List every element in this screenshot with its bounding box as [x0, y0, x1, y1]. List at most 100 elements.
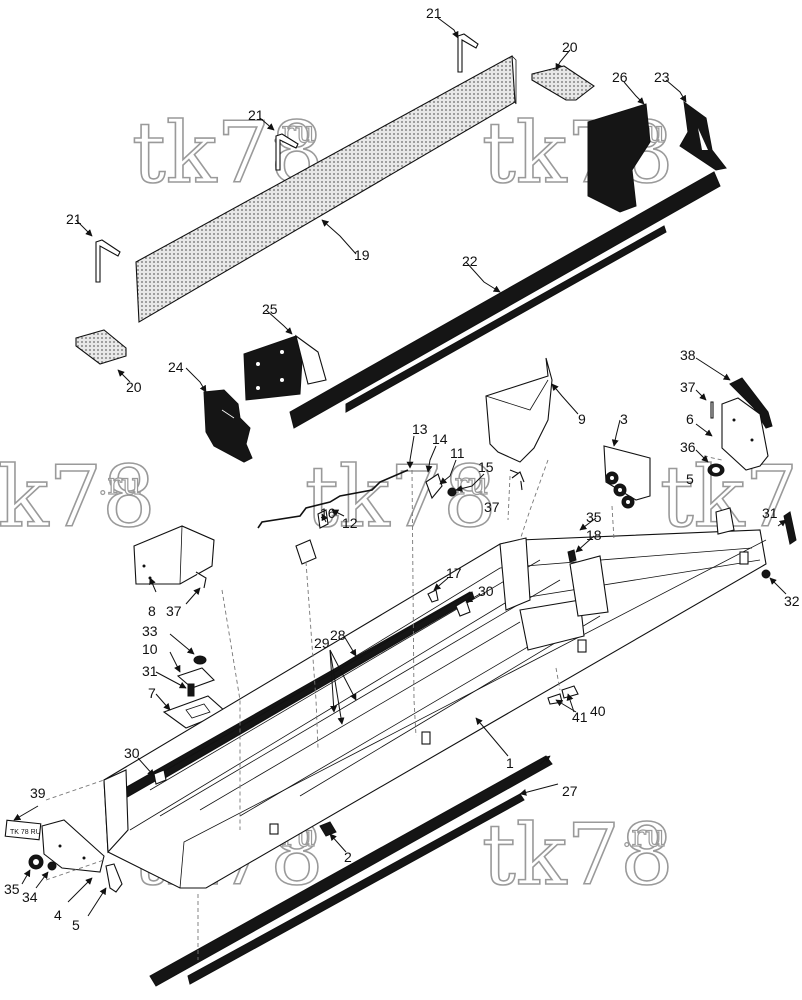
part-38-strip	[729, 377, 773, 429]
part-21-bracket-mid	[275, 133, 299, 171]
callout-28: 28	[330, 627, 346, 643]
callout-13: 13	[412, 421, 428, 437]
callout-32: 32	[784, 593, 800, 609]
callout-31: 31	[142, 663, 158, 679]
callout-30: 30	[124, 745, 140, 761]
callout-31: 31	[762, 505, 778, 521]
watermark-text: tk78	[132, 104, 324, 202]
part-19-mesh-panel	[135, 55, 517, 323]
part-12-bracket	[295, 539, 317, 565]
part-32-nut	[761, 569, 771, 579]
callout-27: 27	[562, 783, 578, 799]
callout-25: 25	[262, 301, 278, 317]
callout-18: 18	[586, 527, 602, 543]
part-20-pad-top	[531, 65, 595, 101]
callout-30: 30	[478, 583, 494, 599]
callout-7: 7	[148, 685, 156, 701]
callout-37: 37	[166, 603, 182, 619]
part-8-housing	[133, 525, 215, 589]
watermark-suffix: .ru	[622, 819, 665, 854]
callout-20: 20	[562, 39, 578, 55]
part-18-screw	[567, 549, 577, 563]
callout-11: 11	[450, 445, 465, 461]
callout-8: 8	[148, 603, 156, 619]
part-37-pin-mid	[511, 471, 525, 483]
callout-3: 3	[620, 411, 628, 427]
callout-10: 10	[142, 641, 158, 657]
callout-38: 38	[680, 347, 696, 363]
part-20-pad-left	[75, 329, 127, 365]
callout-5: 5	[72, 917, 80, 933]
part-11-clip	[425, 473, 443, 500]
part-21-bracket-top	[457, 33, 479, 73]
callout-6: 6	[686, 411, 694, 427]
part-3-roller-plate	[603, 445, 651, 509]
part-13-rod	[257, 469, 409, 529]
part-36-ring	[707, 463, 725, 477]
callout-41: 41	[572, 709, 588, 725]
part-37-pin-right	[710, 401, 714, 419]
callout-24: 24	[168, 359, 184, 375]
callout-23: 23	[654, 69, 670, 85]
callout-36: 36	[680, 439, 696, 455]
callout-21: 21	[426, 5, 442, 21]
part-30-clip-left	[153, 769, 167, 785]
watermark-text: tk78	[482, 806, 674, 904]
callout-4: 4	[54, 907, 62, 923]
watermark-suffix: .ru	[98, 467, 141, 502]
part-25-panel	[243, 334, 327, 401]
callout-2: 2	[344, 849, 352, 865]
part-33-cap	[193, 655, 207, 665]
callout-34: 34	[22, 889, 38, 905]
part-22-long-rail	[289, 171, 721, 429]
callout-16: 16	[320, 505, 336, 521]
part-26-dark-panel	[587, 103, 651, 213]
callout-37: 37	[680, 379, 696, 395]
callout-40: 40	[590, 703, 606, 719]
part-4-end-plate	[41, 819, 105, 873]
callout-19: 19	[354, 247, 370, 263]
callout-1: 1	[506, 755, 514, 771]
part-27-bottom-rail	[149, 755, 553, 987]
part-30-clip-right	[455, 599, 471, 617]
watermark-text: tk78	[660, 448, 802, 546]
callout-37: 37	[484, 499, 500, 515]
callout-29: 29	[314, 635, 330, 651]
callout-20: 20	[126, 379, 142, 395]
callout-15: 15	[478, 459, 494, 475]
part-31-screw-right	[783, 511, 797, 545]
part-23-dark-bracket	[679, 100, 727, 171]
callout-17: 17	[446, 565, 462, 581]
callout-21: 21	[248, 107, 264, 123]
callout-14: 14	[432, 431, 448, 447]
part-35-bearing-left	[28, 854, 44, 870]
part-6-bracket-plate	[721, 397, 769, 471]
callout-labels: 21 20 26 23 21 21 19 22 25 24 20 9 3 38 …	[4, 5, 800, 933]
callout-22: 22	[462, 253, 478, 269]
part-10-plate	[176, 667, 215, 689]
callout-21: 21	[66, 211, 82, 227]
part-39-label: TK 78 RU	[4, 819, 42, 841]
part-40-shim	[561, 685, 579, 699]
part-31-screw-left	[187, 683, 195, 697]
part-24-panel	[203, 389, 253, 463]
part-2-bolt	[319, 821, 337, 837]
callout-9: 9	[578, 411, 586, 427]
callout-12: 12	[342, 515, 358, 531]
part-34-washer	[47, 861, 57, 871]
part-15-nut	[447, 487, 457, 497]
part-5-bracket-left	[105, 863, 123, 893]
label-39-text: TK 78 RU	[10, 829, 41, 836]
callout-35: 35	[4, 881, 20, 897]
leader-lines	[13, 17, 787, 917]
callout-33: 33	[142, 623, 158, 639]
part-17-clip	[427, 589, 439, 603]
callout-39: 39	[30, 785, 46, 801]
part-21-bracket-left	[95, 239, 121, 283]
callout-35: 35	[586, 509, 602, 525]
callout-26: 26	[612, 69, 628, 85]
watermark-text: tk78	[0, 448, 156, 546]
callout-5: 5	[686, 471, 694, 487]
assembly-lines	[45, 455, 723, 960]
